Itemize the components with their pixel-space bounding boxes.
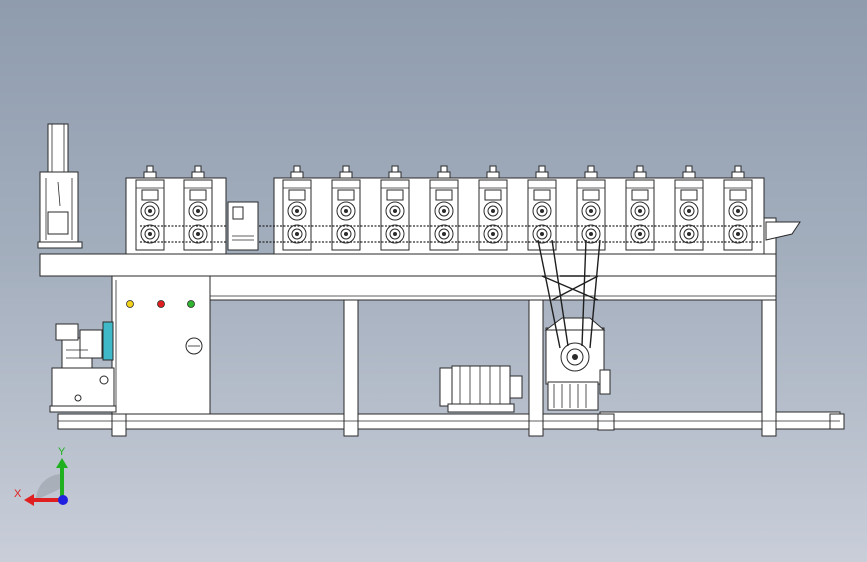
reduction-gearbox [544, 317, 611, 411]
junction-box [227, 201, 259, 251]
yellow-lamp [126, 300, 134, 308]
roll-stand [625, 165, 655, 251]
red-lamp [157, 300, 165, 308]
coordinate-triad: Y X [14, 446, 68, 506]
base-frame [57, 299, 845, 437]
roll-stand [429, 165, 459, 251]
entry-feeder [37, 123, 83, 249]
chain-drive [537, 239, 601, 349]
hydraulic-station [49, 321, 117, 413]
roll-stand [723, 165, 753, 251]
roll-stand [380, 165, 410, 251]
drive-motor [439, 365, 523, 413]
roll-stand [282, 165, 312, 251]
control-cabinet [111, 275, 211, 415]
x-axis-label: X [14, 488, 22, 500]
roll-stand [576, 165, 606, 251]
roll-stand [478, 165, 508, 251]
roll-stand [674, 165, 704, 251]
roll-stand [135, 165, 165, 251]
roll-stand [183, 165, 213, 251]
machine-bed [39, 217, 801, 301]
y-axis-label: Y [58, 446, 66, 458]
roll-stand [527, 165, 557, 251]
roll-stand [331, 165, 361, 251]
roll-stands [125, 165, 765, 255]
green-lamp [187, 300, 195, 308]
